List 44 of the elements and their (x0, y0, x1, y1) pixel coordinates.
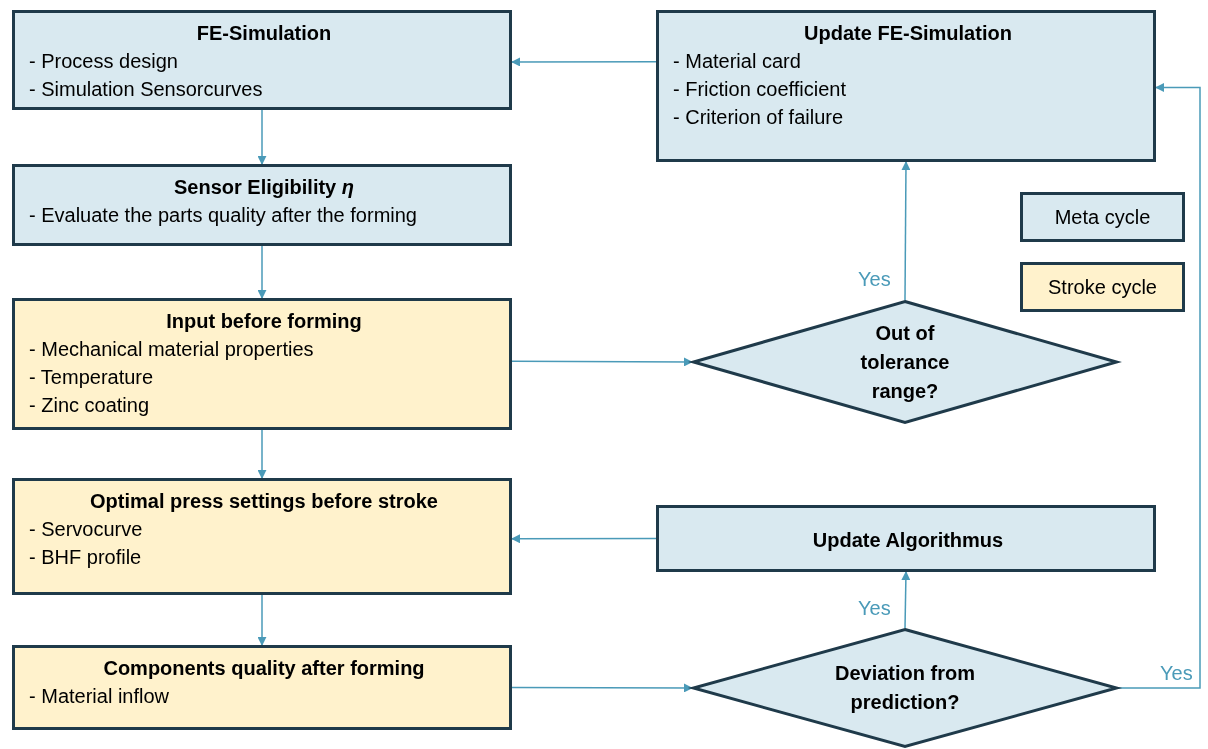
legend-label: Stroke cycle (1048, 275, 1157, 299)
edge-label: Yes (858, 268, 891, 290)
process-box (12, 164, 512, 246)
box-heading: Optimal press settings before stroke (89, 489, 439, 514)
box-heading: FE-Simulation (195, 21, 333, 46)
arrow (257, 109, 267, 165)
box-heading: Components quality after forming (102, 656, 426, 681)
box-text: - BHF profile (29, 545, 143, 570)
box-heading: Input before forming (165, 309, 363, 334)
arrow (257, 245, 267, 299)
decision-text: Out of tolerance range? (859, 320, 951, 404)
arrow (257, 429, 267, 479)
process-box (656, 10, 1156, 162)
box-text: - Process design (29, 49, 179, 74)
arrow (511, 534, 657, 544)
process-box (12, 645, 512, 730)
box-text: - Servocurve (29, 517, 144, 542)
box-heading: Update FE-Simulation (803, 21, 1013, 46)
box-heading: Update Algorithmus (811, 527, 1005, 553)
process-box (12, 298, 512, 430)
arrow (511, 683, 693, 693)
box-text: - Evaluate the parts quality after the forming (29, 203, 418, 228)
box-text: - Simulation Sensorcurves (29, 77, 264, 102)
legend-label: Meta cycle (1054, 205, 1151, 229)
box-text: - Material card (673, 49, 802, 74)
arrow (1117, 83, 1201, 689)
box-text: - Zinc coating (29, 393, 151, 418)
arrow (257, 594, 267, 646)
box-heading: Sensor Eligibility η (173, 175, 355, 200)
arrow (511, 357, 693, 367)
box-text: - Mechanical material properties (29, 337, 315, 362)
box-text: - Material inflow (29, 684, 171, 709)
process-box (12, 478, 512, 595)
box-text: - Temperature (29, 365, 155, 390)
edge-label: Yes (858, 597, 891, 619)
arrow (511, 57, 657, 67)
arrow (901, 161, 911, 301)
box-text: - Criterion of failure (673, 105, 845, 130)
process-box (12, 10, 512, 110)
box-text: - Friction coefficient (673, 77, 848, 102)
decision-text: Deviation from prediction? (834, 661, 976, 715)
process-box (656, 505, 1156, 572)
arrow (901, 571, 911, 629)
edge-label: Yes (1160, 662, 1193, 684)
